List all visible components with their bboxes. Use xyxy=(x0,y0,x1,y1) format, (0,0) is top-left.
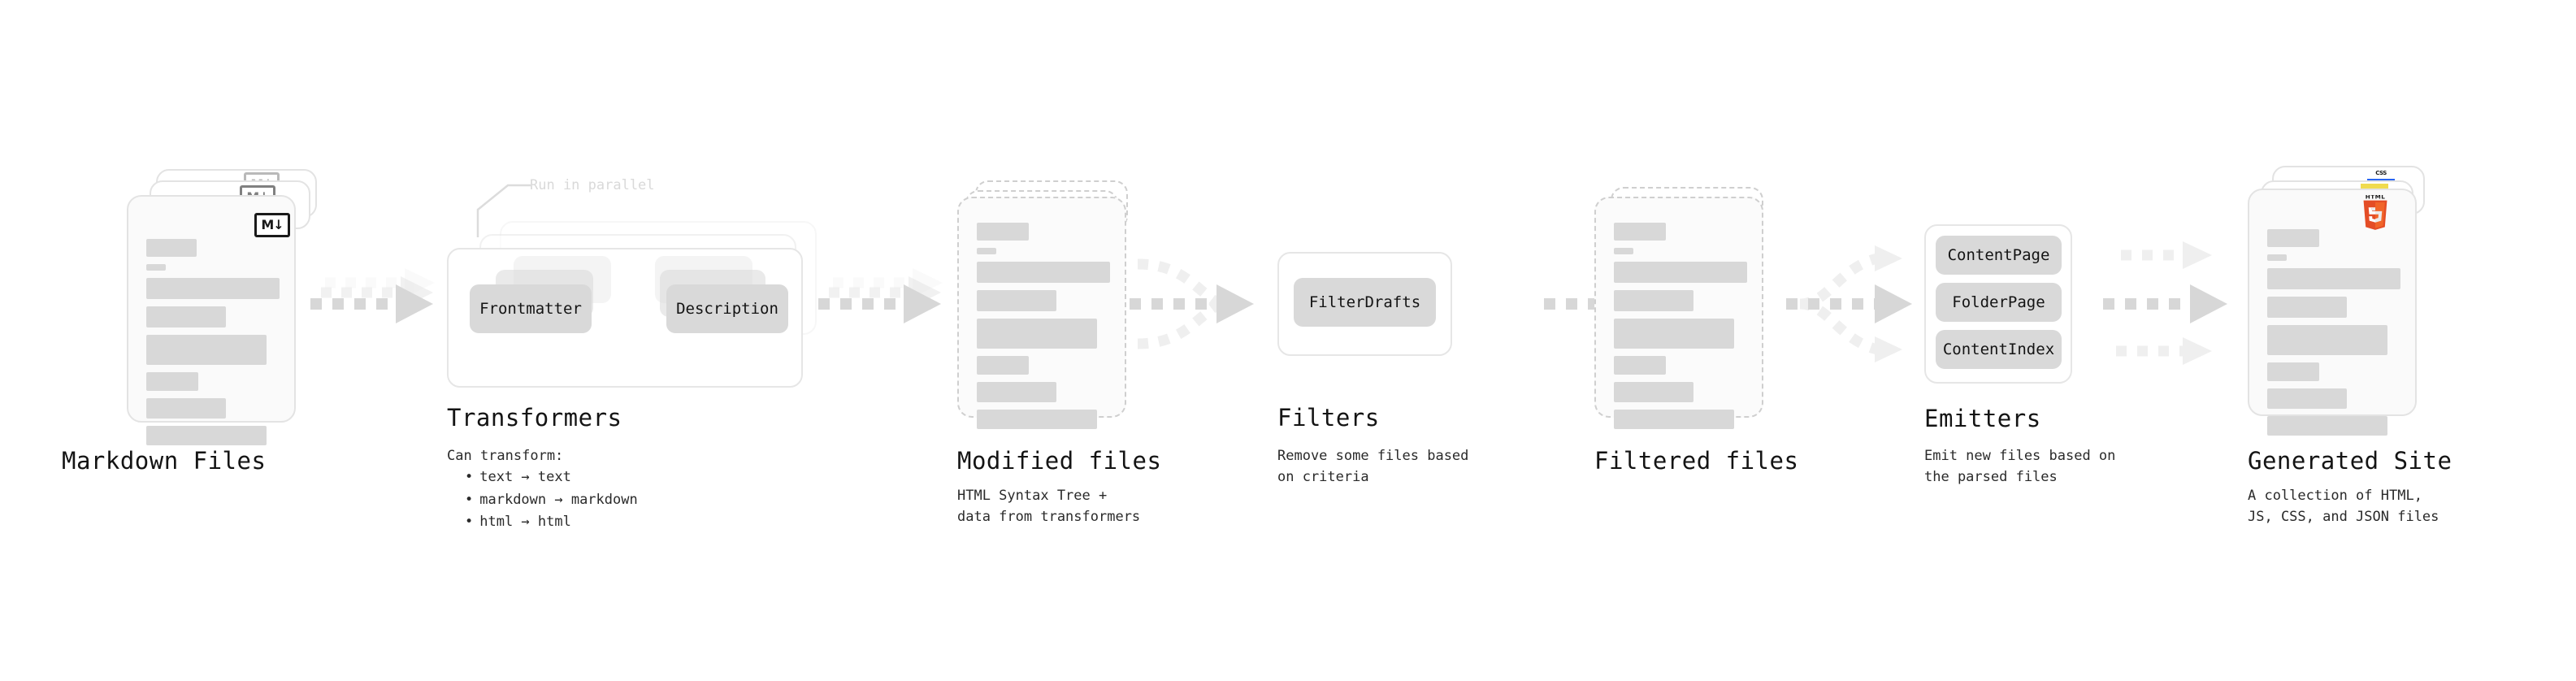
arrow-modified-to-filters xyxy=(1130,258,1254,349)
stage-title-transformers: Transformers xyxy=(447,404,622,432)
skeleton-bar xyxy=(146,306,226,327)
skeleton-bar xyxy=(2267,362,2319,381)
skeleton-bar xyxy=(1614,290,1693,311)
skeleton-bar xyxy=(1614,382,1693,402)
modified-files-description: HTML Syntax Tree + data from transformer… xyxy=(957,488,1141,526)
transformers-bullet-item: markdown → markdown xyxy=(465,489,637,512)
skeleton-bar xyxy=(977,290,1056,311)
arrow-markdown-to-transformers xyxy=(310,268,435,323)
filters-description: Remove some files based on criteria xyxy=(1277,448,1469,486)
skeleton-bar xyxy=(2267,268,2400,289)
generated-site-description: A collection of HTML, JS, CSS, and JSON … xyxy=(2248,488,2439,526)
skeleton-bar xyxy=(977,382,1056,402)
filtered-skeleton xyxy=(1614,223,1747,436)
filter-chip-filterdrafts[interactable]: FilterDrafts xyxy=(1294,278,1436,327)
skeleton-bar xyxy=(2267,254,2287,261)
skeleton-bar xyxy=(146,239,197,257)
transformer-chip-description[interactable]: Description xyxy=(666,284,788,333)
stage-title-filtered-files: Filtered files xyxy=(1594,447,1799,475)
svg-text:HTML: HTML xyxy=(2366,195,2385,200)
modified-file-card-front xyxy=(957,197,1126,429)
transformers-bullet-item: html → html xyxy=(465,511,638,534)
filtered-file-card-front xyxy=(1594,197,1763,429)
skeleton-bar xyxy=(2267,297,2347,318)
skeleton-bar xyxy=(2267,325,2387,355)
skeleton-bar xyxy=(977,356,1029,375)
stage-title-filters: Filters xyxy=(1277,404,1380,432)
skeleton-bar xyxy=(2267,416,2387,436)
skeleton-bar xyxy=(1614,223,1666,241)
transformers-description-lead: Can transform: xyxy=(447,448,564,464)
html5-badge: HTML xyxy=(2363,195,2387,230)
skeleton-bar xyxy=(977,248,996,254)
skeleton-bar xyxy=(977,410,1097,429)
skeleton-bar xyxy=(146,278,280,299)
skeleton-bar xyxy=(146,372,198,391)
markdown-skeleton xyxy=(146,239,280,453)
generated-file-card-front xyxy=(2248,189,2417,436)
stage-title-modified-files: Modified files xyxy=(957,447,1162,475)
skeleton-bar xyxy=(1614,356,1666,375)
emitter-chip-contentpage[interactable]: ContentPage xyxy=(1936,236,2062,275)
skeleton-bar xyxy=(1614,319,1734,349)
modified-skeleton xyxy=(977,223,1110,436)
skeleton-bar xyxy=(977,319,1097,349)
skeleton-bar xyxy=(146,264,166,271)
emitter-chip-contentindex[interactable]: ContentIndex xyxy=(1936,330,2062,369)
skeleton-bar xyxy=(2267,388,2347,409)
transformers-bullet-list: text → text markdown → markdown html → h… xyxy=(452,466,638,534)
emitters-description: Emit new files based on the parsed files xyxy=(1924,448,2116,486)
skeleton-bar xyxy=(2267,229,2319,247)
stage-title-markdown-files: Markdown Files xyxy=(62,447,267,475)
skeleton-bar xyxy=(146,426,267,445)
transformer-chip-frontmatter[interactable]: Frontmatter xyxy=(470,284,592,333)
arrow-filtered-to-emitters xyxy=(1786,245,1912,362)
skeleton-bar xyxy=(146,335,267,365)
generated-skeleton xyxy=(2267,229,2400,443)
skeleton-bar xyxy=(1614,248,1633,254)
skeleton-bar xyxy=(146,398,226,419)
skeleton-bar xyxy=(977,223,1029,241)
stage-title-emitters: Emitters xyxy=(1924,405,2041,432)
stage-title-generated-site: Generated Site xyxy=(2248,447,2452,475)
skeleton-bar xyxy=(1614,410,1734,429)
transformers-bullet-item: text → text xyxy=(465,466,638,489)
markdown-badge-front: M↓ xyxy=(254,213,290,237)
arrow-transformers-to-modified xyxy=(818,268,943,323)
skeleton-bar xyxy=(1614,262,1747,283)
skeleton-bar xyxy=(977,262,1110,283)
arrow-emitters-to-generated xyxy=(2103,241,2227,365)
run-in-parallel-label: Run in parallel xyxy=(530,177,655,193)
emitter-chip-folderpage[interactable]: FolderPage xyxy=(1936,283,2062,322)
